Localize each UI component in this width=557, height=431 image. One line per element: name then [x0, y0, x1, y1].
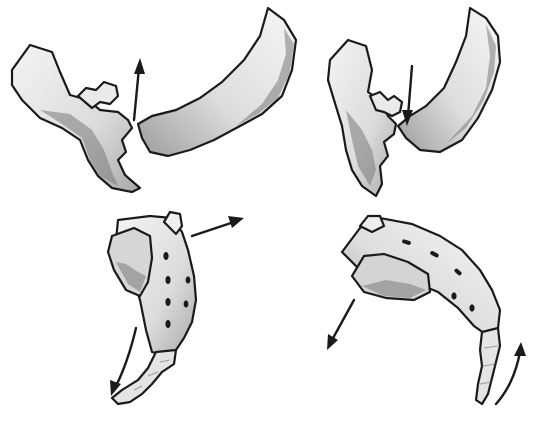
coccyx-segment-line	[483, 345, 499, 349]
upward-arrow	[132, 66, 141, 122]
sacral-foramen	[451, 292, 457, 300]
coccyx-segment-line	[479, 381, 493, 385]
right-ilium-shadow	[446, 24, 496, 144]
curved-backward-arrow-head	[110, 380, 121, 396]
sacral-ala-shape	[106, 226, 154, 298]
sacral-promontory-shape	[368, 90, 404, 118]
panel-bottom-right	[327, 214, 526, 406]
sacral-foramen	[185, 276, 191, 284]
sacral-foramen	[165, 276, 171, 284]
downward-arrow-head	[402, 110, 413, 126]
backward-arrow-head	[327, 334, 338, 350]
left-ilium-shadow	[40, 110, 118, 186]
panel-top-left	[10, 6, 298, 194]
coccyx-shape	[474, 326, 502, 406]
sacral-foramen	[163, 252, 169, 260]
coccyx-segment-line	[159, 359, 171, 363]
forward-arrow-head	[228, 216, 244, 228]
sacral-foramen	[430, 251, 439, 258]
sacral-ala-shadow	[116, 262, 146, 292]
right-ilium-shape	[136, 6, 298, 158]
sacral-foramen	[402, 239, 411, 245]
curved-forward-arrow	[494, 350, 522, 406]
right-ilium-shape	[396, 6, 502, 154]
panel-bottom-left	[106, 210, 244, 406]
sacral-foramen	[165, 298, 171, 306]
right-ilium-shadow	[236, 28, 294, 126]
curved-backward-arrow	[114, 326, 138, 388]
sacral-promontory-shape	[162, 210, 184, 236]
upward-arrow-head	[134, 58, 145, 74]
coccyx-segment-line	[147, 371, 159, 377]
curved-forward-arrow-head	[514, 342, 526, 356]
sacral-foramen	[454, 268, 462, 276]
coccyx-segment-line	[481, 363, 497, 367]
forward-arrow	[190, 220, 236, 238]
sacral-foramen	[469, 304, 475, 312]
left-ilium-shape	[326, 38, 398, 198]
backward-arrow	[330, 298, 356, 342]
sacral-foramen	[183, 300, 189, 308]
coccyx-segment-line	[133, 385, 143, 391]
sacral-ala-shadow	[362, 280, 426, 298]
coccyx-shape	[110, 348, 178, 406]
sacral-promontory-shape	[358, 214, 386, 234]
downward-arrow	[406, 64, 414, 118]
sacral-promontory-shape	[76, 80, 120, 110]
panel-top-right	[326, 6, 502, 198]
sacral-foramen	[165, 320, 171, 328]
left-ilium-shadow	[346, 110, 376, 186]
